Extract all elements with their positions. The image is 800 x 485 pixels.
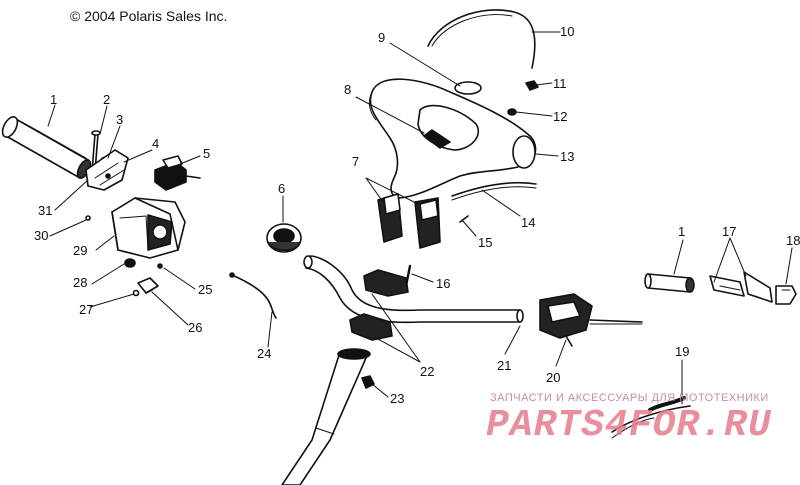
- washer-part-27: [132, 289, 140, 297]
- callout-7: 7: [352, 154, 359, 169]
- wire-arc-part: [427, 9, 536, 69]
- callout-23: 23: [390, 391, 404, 406]
- callout-11: 11: [553, 76, 567, 91]
- callout-27: 27: [79, 302, 93, 317]
- callout-15: 15: [478, 235, 492, 250]
- right-grip-part: [644, 273, 695, 293]
- callout-30: 30: [34, 228, 48, 243]
- callout-1: 1: [50, 92, 57, 107]
- callout-20: 20: [546, 370, 560, 385]
- throttle-bracket-part: [85, 149, 129, 191]
- callout-3: 3: [116, 112, 123, 127]
- nut-part-11: [525, 80, 539, 91]
- cover-part-26: [137, 277, 159, 294]
- callout-8: 8: [344, 82, 351, 97]
- callout-16: 16: [436, 276, 450, 291]
- wire-harness-part: [611, 396, 691, 439]
- callout-28: 28: [73, 275, 87, 290]
- handlebar-clamp-part: [349, 269, 409, 341]
- callout-12: 12: [553, 109, 567, 124]
- handlebar-pad-part: [368, 78, 537, 199]
- callout-6: 6: [278, 181, 285, 196]
- watermark-tagline: ЗАПЧАСТИ И АКСЕССУАРЫ ДЛЯ МОТОТЕХНИКИ: [490, 392, 769, 404]
- pad-strap-part: [451, 181, 537, 197]
- callout-31: 31: [38, 203, 52, 218]
- callout-10: 10: [560, 24, 574, 39]
- callout-19: 19: [675, 344, 689, 359]
- callout-13: 13: [560, 149, 574, 164]
- brake-lever-part: [539, 293, 643, 347]
- callout-9: 9: [378, 30, 385, 45]
- callout-14: 14: [521, 215, 535, 230]
- callout-24: 24: [257, 346, 271, 361]
- callout-labels: 1 2 3 4 5 6 7 8 9 10 11 12 13 14 15 16 1…: [34, 24, 800, 406]
- copyright-text: © 2004 Polaris Sales Inc.: [70, 8, 228, 24]
- callout-17: 17: [722, 224, 736, 239]
- callout-22: 22: [420, 364, 434, 379]
- pad-decal-part: [454, 81, 482, 95]
- grommet-part-6: [266, 223, 302, 253]
- throttle-housing-part: [111, 197, 186, 259]
- watermark-logo: PARTS4FOR.RU: [486, 404, 772, 447]
- callout-26: 26: [188, 320, 202, 335]
- kill-switch-part: [154, 155, 201, 191]
- screw-part-25: [157, 263, 163, 269]
- screw-part-15: [459, 215, 469, 223]
- grip-heater-part: [709, 271, 773, 303]
- throttle-cable-part: [229, 272, 277, 319]
- nut-part-28: [124, 258, 136, 268]
- connector-part: [775, 285, 797, 305]
- leader-lines: [47, 31, 793, 405]
- screw-part-30: [85, 215, 91, 221]
- nut-part-23: [361, 375, 375, 389]
- callout-4: 4: [152, 136, 159, 151]
- left-grip-part: [1, 116, 92, 179]
- callout-1-right: 1: [678, 224, 685, 239]
- callout-2: 2: [103, 92, 110, 107]
- callout-29: 29: [73, 243, 87, 258]
- steering-post-part: [281, 348, 371, 485]
- callout-18: 18: [786, 233, 800, 248]
- callout-25: 25: [198, 282, 212, 297]
- handlebar-part: [303, 255, 524, 324]
- washer-part-12: [507, 108, 517, 116]
- pad-clamp-part: [377, 193, 441, 249]
- callout-21: 21: [497, 358, 511, 373]
- callout-5: 5: [203, 146, 210, 161]
